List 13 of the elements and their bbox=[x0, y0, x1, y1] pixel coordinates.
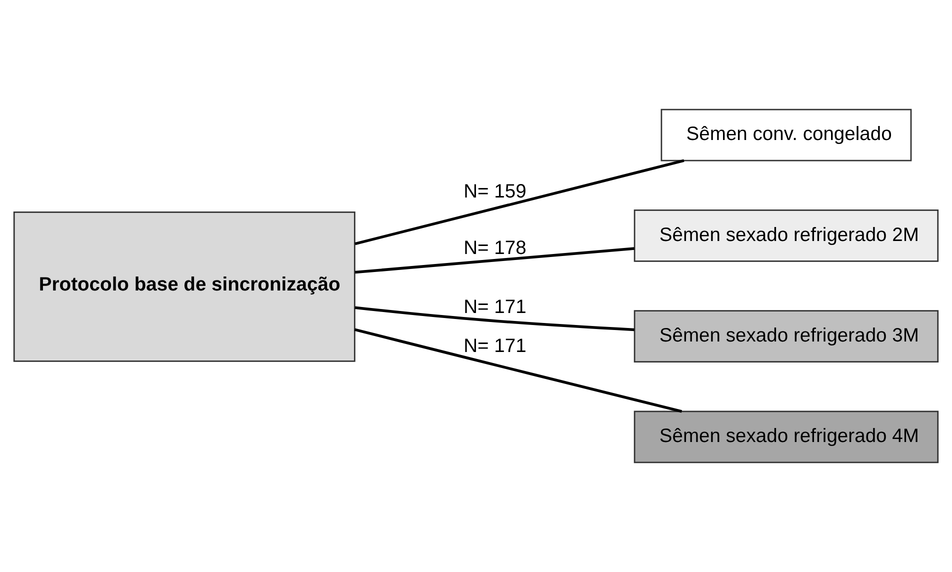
connector bbox=[354, 159, 684, 246]
connector bbox=[354, 328, 682, 413]
node-box: Sêmen conv. congelado bbox=[660, 108, 912, 162]
node-box: Sêmen sexado refrigerado 3M bbox=[634, 310, 939, 363]
edge-label: N= 171 bbox=[464, 297, 526, 318]
connector bbox=[354, 306, 634, 332]
edge-label: N= 171 bbox=[464, 336, 526, 357]
connector bbox=[354, 247, 634, 274]
edge-label: N= 178 bbox=[464, 238, 526, 259]
node-box: Sêmen sexado refrigerado 4M bbox=[634, 410, 939, 464]
node-box: Protocolo base de sincronização bbox=[13, 212, 356, 362]
node-box: Sêmen sexado refrigerado 2M bbox=[634, 209, 939, 262]
edge-label: N= 159 bbox=[464, 181, 526, 202]
